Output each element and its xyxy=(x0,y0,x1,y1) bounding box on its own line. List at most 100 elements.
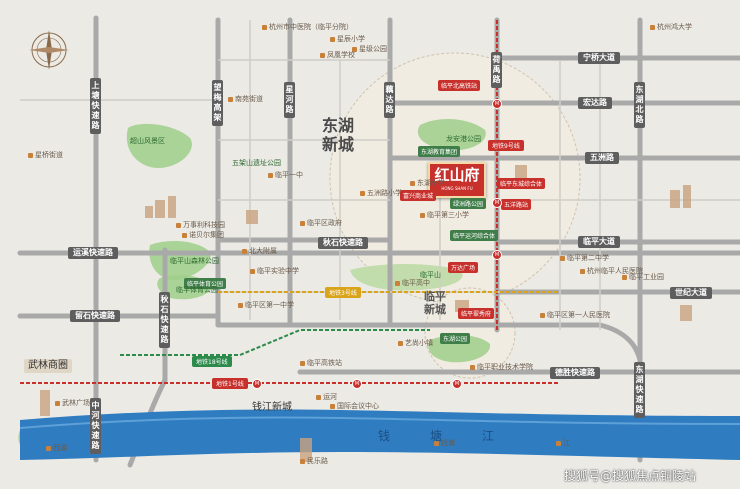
chip-fupin: 富兴商业城 xyxy=(400,190,437,201)
poi-label: 诺贝尔集团 xyxy=(182,232,224,239)
road-label-hongda: 宏达路 xyxy=(578,97,612,109)
poi-label: 星级公园 xyxy=(352,46,387,53)
metro-station-icon: M xyxy=(492,99,502,109)
compass-icon xyxy=(29,30,69,70)
poi-icon xyxy=(316,394,321,400)
poi-label: 临平第二中学 xyxy=(560,255,609,262)
poi-label: 杭州临平人民医院 xyxy=(580,268,643,275)
poi-label: 武林广场 xyxy=(55,400,90,407)
poi-label: 南苑街道 xyxy=(228,96,263,103)
metro-station-icon: M xyxy=(352,379,362,389)
metro-station-icon: M xyxy=(452,379,462,389)
chip-dongjiaoyu: 东湖教育集团 xyxy=(418,146,461,157)
poi-icon xyxy=(176,222,181,228)
poi-label: 临平工业园 xyxy=(622,274,664,281)
poi-icon xyxy=(300,220,305,226)
chip-donghu-park: 东湖公园 xyxy=(440,333,471,344)
poi-icon xyxy=(300,458,305,464)
poi-icon xyxy=(300,360,305,366)
poi-label: 星辰小学 xyxy=(330,36,365,43)
poi-label: 民乐路 xyxy=(300,458,328,465)
road-label-xinghe: 星河路 xyxy=(284,82,295,118)
poi-label: 临平高中 xyxy=(395,280,430,287)
poi-icon xyxy=(242,248,247,254)
metro-tag-line9: 地铁9号线 xyxy=(488,140,524,151)
park-label-linping-shan: 临平山 xyxy=(420,271,441,279)
poi-icon xyxy=(395,280,400,286)
road-label-wuzhou: 五洲路 xyxy=(585,152,619,164)
road-label-linping: 临平大道 xyxy=(578,236,620,248)
district-qianjiang: 钱江新城 xyxy=(252,402,292,413)
chip-tiyu: 临平体育公园 xyxy=(184,278,227,289)
road-label-wangmei: 望梅高架 xyxy=(212,80,223,126)
chip-yunhe: 临平运河综合体 xyxy=(450,230,499,241)
project-marker[interactable]: 红山府 HONG SHAN FU xyxy=(428,162,486,198)
watermark: 搜狐号@搜狐焦点铜陵站 xyxy=(564,469,697,483)
poi-label: 钱塘 xyxy=(434,440,455,447)
poi-icon xyxy=(622,274,627,280)
poi-icon xyxy=(398,340,403,346)
chip-wanda: 万达广场 xyxy=(448,262,479,273)
metro-tag-line18: 地铁18号线 xyxy=(192,356,232,367)
poi-label: 北大附属 xyxy=(242,248,277,255)
metro-tag-line1: 地铁1号线 xyxy=(212,378,248,389)
poi-icon xyxy=(250,268,255,274)
road-label-heyu: 荷禹路 xyxy=(491,52,502,88)
chip-linping-north: 临平北高铁站 xyxy=(438,80,481,91)
park-chaoshan xyxy=(126,123,192,168)
poi-label: 临平实验中学 xyxy=(250,268,299,275)
poi-label: 江 xyxy=(556,440,570,447)
river-label-jiang: 江 xyxy=(482,429,497,443)
poi-label: 星桥街道 xyxy=(28,152,63,159)
road-label-desheng: 德胜快速路 xyxy=(550,367,600,379)
poi-label: 五洲路小学 xyxy=(360,190,402,197)
metro-tag-line3: 地铁3号线 xyxy=(325,287,361,298)
poi-label: 凤凰学校 xyxy=(320,52,355,59)
park-label-tiyu: 临平体育公园 xyxy=(176,286,218,294)
road-label-shangtang: 上塘快速路 xyxy=(90,78,101,134)
poi-icon xyxy=(238,302,243,308)
road-label-zhonghe: 中河快速路 xyxy=(90,398,101,454)
poi-label: 临平一中 xyxy=(268,172,303,179)
poi-label: 临平区政府 xyxy=(300,220,342,227)
poi-icon xyxy=(360,190,365,196)
poi-label: 万事利科技园 xyxy=(176,222,225,229)
poi-icon xyxy=(320,52,325,58)
poi-icon xyxy=(540,312,545,318)
poi-label: 西湖 xyxy=(46,445,67,452)
road-label-ningqiao: 宁桥大道 xyxy=(578,52,620,64)
poi-label: 国际会议中心 xyxy=(330,403,379,410)
poi-icon xyxy=(262,24,267,30)
chip-lvzhou: 绿洲路公园 xyxy=(450,198,487,209)
poi-label: 临平高铁站 xyxy=(300,360,342,367)
poi-label: 临平区第一中学 xyxy=(238,302,294,309)
poi-icon xyxy=(434,440,439,446)
road-label-donghukuaisu: 东湖快速路 xyxy=(634,362,645,418)
park-label-linping-park: 临平山森林公园 xyxy=(170,257,219,265)
poi-icon xyxy=(28,152,33,158)
poi-icon xyxy=(470,364,475,370)
park-label-chaoshan: 超山风景区 xyxy=(130,137,165,145)
poi-label: 艺尚小镇 xyxy=(398,340,433,347)
park-label-longan: 龙安港公园 xyxy=(446,135,481,143)
poi-icon xyxy=(228,96,233,102)
poi-icon xyxy=(55,400,60,406)
metro-station-icon: M xyxy=(492,198,502,208)
chip-xiangfu: 临平翠秀府 xyxy=(458,308,495,319)
district-donghu: 东湖 新城 xyxy=(322,116,355,154)
road-label-yunxi: 运溪快速路 xyxy=(68,247,118,259)
poi-icon xyxy=(46,445,51,451)
poi-icon xyxy=(560,255,565,261)
poi-icon xyxy=(330,36,335,42)
district-wulin: 武林商圈 xyxy=(24,359,72,373)
chip-dongcheng: 临平东城综合体 xyxy=(497,178,546,189)
poi-icon xyxy=(352,46,357,52)
road-label-qiushi: 秋石快速路 xyxy=(159,292,170,348)
chip-wuyang: 五洋路站 xyxy=(501,199,532,210)
district-linping: 临平 新城 xyxy=(424,290,446,316)
poi-label: 临平区第一人民医院 xyxy=(540,312,610,319)
road-label-donghubei: 东湖北路 xyxy=(634,82,645,128)
metro-station-icon: M xyxy=(252,379,262,389)
